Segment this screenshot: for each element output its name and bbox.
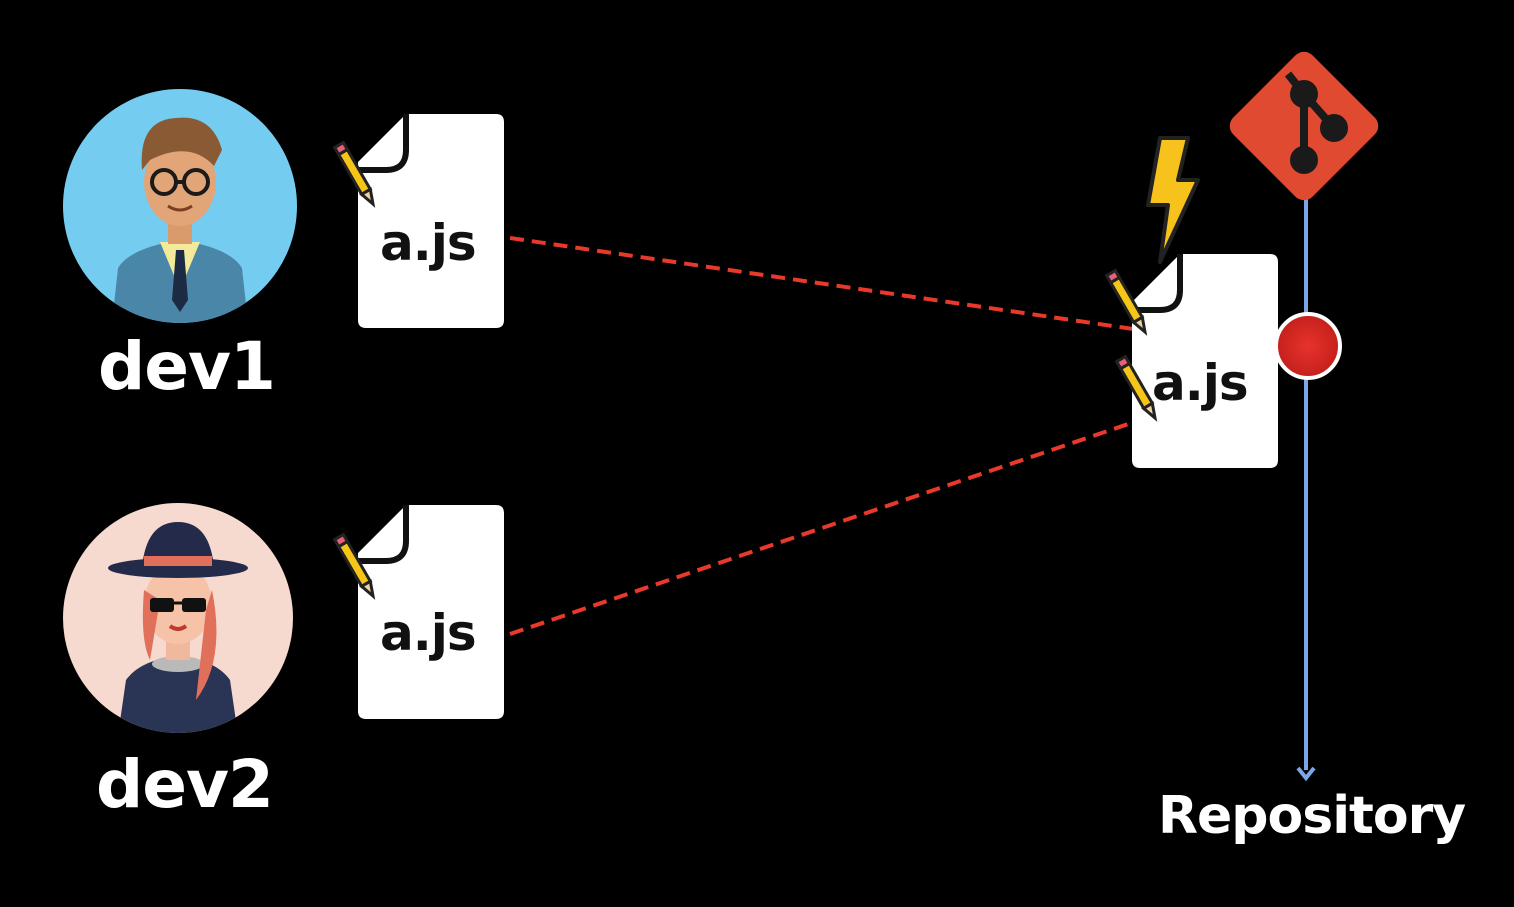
avatar-dev1 (63, 89, 297, 323)
file-label-repository: a.js (1152, 354, 1249, 412)
git-logo-icon (1229, 51, 1379, 201)
avatar-dev2 (63, 503, 293, 733)
file-icon-dev1 (358, 114, 504, 328)
lightning-icon (1146, 136, 1200, 264)
dashed-connector-dev1 (509, 236, 1141, 332)
file-label-dev2: a.js (380, 604, 477, 662)
file-icon-dev2 (358, 505, 504, 719)
file-icon-repository (1132, 254, 1278, 468)
dashed-connector-dev2 (509, 418, 1141, 636)
repository-label: Repository (1158, 786, 1466, 846)
developer-label-dev1: dev1 (98, 328, 276, 405)
commit-dot (1274, 312, 1342, 380)
developer-label-dev2: dev2 (96, 746, 274, 823)
timeline-arrow-icon (1296, 766, 1316, 782)
file-label-dev1: a.js (380, 214, 477, 272)
